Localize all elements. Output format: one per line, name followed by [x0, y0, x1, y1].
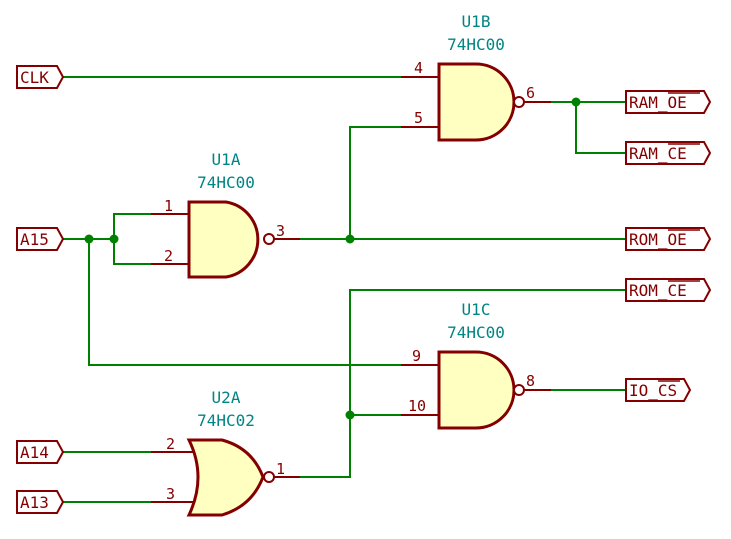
output-port-shape — [625, 90, 712, 114]
output-port-label: RAM_OE — [629, 93, 687, 112]
pin-number: 2 — [166, 435, 175, 453]
gate-u1b[interactable]: U1B 74HC00 4 5 6 — [401, 12, 551, 142]
pin-number: 4 — [414, 59, 423, 77]
wire-ram-ce[interactable] — [575, 102, 626, 154]
label-active-low: OE — [668, 230, 687, 249]
pin-number: 5 — [414, 109, 423, 127]
nand-gate-body — [437, 350, 516, 430]
gate-part-number: 74HC00 — [447, 35, 505, 54]
gate-reference: U2A — [212, 388, 241, 407]
label-prefix: RAM_ — [629, 93, 668, 112]
label-active-low: OE — [668, 93, 687, 112]
label-prefix: IO_ — [629, 381, 658, 400]
output-label-ram-ce[interactable]: RAM_CE — [625, 141, 712, 165]
wires — [63, 76, 626, 503]
label-active-low: CE — [668, 144, 687, 163]
output-port-shape — [625, 227, 712, 251]
label-active-low: CS — [658, 381, 677, 400]
output-port-shape — [625, 141, 712, 165]
nand-gate-body — [187, 200, 260, 279]
output-port-label: IO_CS — [629, 381, 677, 400]
pin-number: 2 — [164, 247, 173, 265]
gate-u1c[interactable]: U1C 74HC00 9 10 8 — [401, 300, 551, 430]
label-active-low: CE — [668, 281, 687, 300]
input-label-a15[interactable]: A15 — [16, 227, 65, 251]
input-port-shape — [16, 65, 65, 89]
wire-rom-ce[interactable] — [300, 289, 626, 478]
nor-gate-body — [186, 438, 265, 517]
junction-dot — [345, 410, 355, 420]
input-port-shape — [16, 490, 65, 514]
input-port-label: A15 — [20, 230, 49, 249]
input-port-label: A13 — [20, 493, 49, 512]
input-label-clk[interactable]: CLK — [16, 65, 65, 89]
input-port-label: A14 — [20, 443, 49, 462]
wire-u1b-pin5[interactable] — [349, 126, 401, 239]
pin-number: 1 — [276, 460, 285, 478]
gate-part-number: 74HC00 — [197, 173, 255, 192]
inversion-bubble — [263, 233, 275, 245]
gate-u2a[interactable]: U2A 74HC02 2 3 1 — [151, 388, 300, 517]
junctions — [84, 97, 581, 420]
input-port-shape — [16, 440, 65, 464]
junction-dot — [84, 234, 94, 244]
output-port-shape — [625, 378, 692, 402]
output-port-label: ROM_OE — [629, 230, 687, 249]
input-port-shape — [16, 227, 65, 251]
label-prefix: ROM_ — [629, 230, 668, 249]
gate-reference: U1B — [462, 12, 491, 31]
pin-number: 9 — [412, 347, 421, 365]
inversion-bubble — [513, 96, 525, 108]
nand-gate-body — [437, 62, 516, 142]
output-label-ram-oe[interactable]: RAM_OE — [625, 90, 712, 114]
pin-number: 3 — [276, 222, 285, 240]
gate-reference: U1C — [462, 300, 491, 319]
output-label-rom-ce[interactable]: ROM_CE — [625, 278, 712, 302]
label-prefix: ROM_ — [629, 281, 668, 300]
junction-dot — [345, 234, 355, 244]
output-port-label: ROM_CE — [629, 281, 687, 300]
output-label-rom-oe[interactable]: ROM_OE — [625, 227, 712, 251]
output-port-shape — [625, 278, 712, 302]
gate-reference: U1A — [212, 150, 241, 169]
junction-dot — [109, 234, 119, 244]
input-label-a13[interactable]: A13 — [16, 490, 65, 514]
input-label-a14[interactable]: A14 — [16, 440, 65, 464]
wire-a15-to-u1c-pin9[interactable] — [88, 239, 401, 366]
wire-u1a-pin1[interactable] — [113, 213, 151, 265]
inversion-bubble — [263, 471, 275, 483]
output-port-label: RAM_CE — [629, 144, 687, 163]
pin-number: 6 — [526, 84, 535, 102]
pin-number: 10 — [408, 397, 426, 415]
input-port-label: CLK — [20, 68, 49, 87]
gate-part-number: 74HC02 — [197, 411, 255, 430]
output-label-io-cs[interactable]: IO_CS — [625, 378, 692, 402]
label-prefix: RAM_ — [629, 144, 668, 163]
gate-u1a[interactable]: U1A 74HC00 1 2 3 — [151, 150, 300, 279]
inversion-bubble — [513, 384, 525, 396]
junction-dot — [571, 97, 581, 107]
gate-part-number: 74HC00 — [447, 323, 505, 342]
pin-number: 1 — [164, 197, 173, 215]
pin-number: 3 — [166, 485, 175, 503]
pin-number: 8 — [526, 372, 535, 390]
